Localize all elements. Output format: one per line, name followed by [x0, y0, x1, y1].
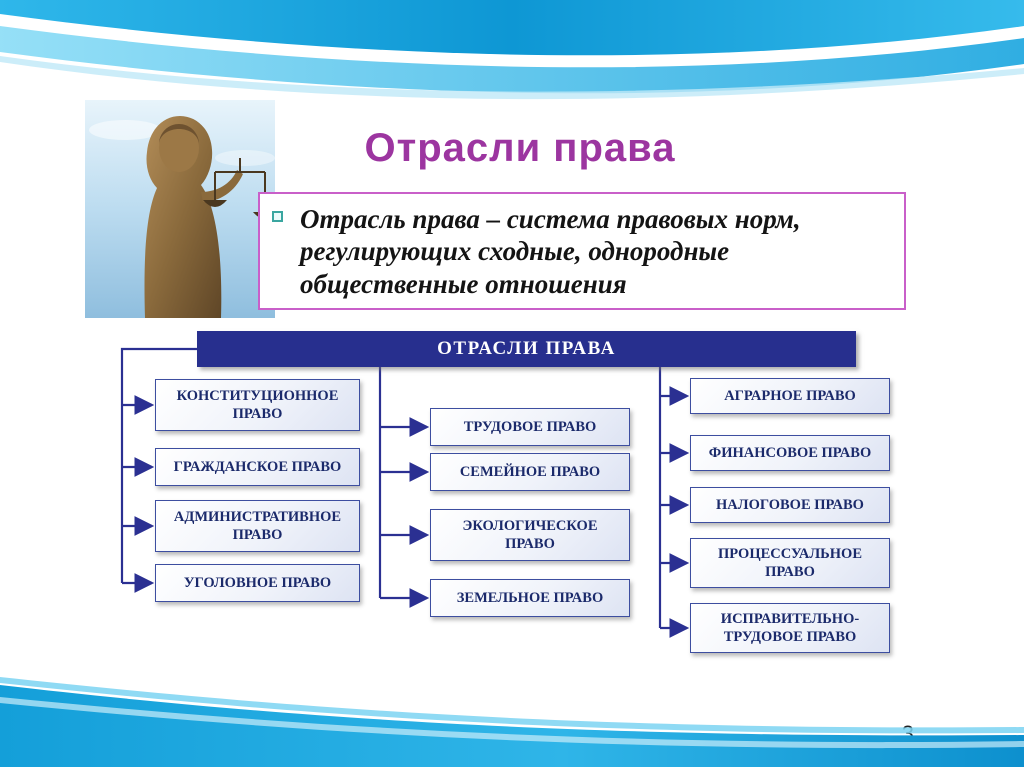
node-civil-law: ГРАЖДАНСКОЕ ПРАВО — [155, 448, 360, 486]
diagram-header: ОТРАСЛИ ПРАВА — [197, 331, 856, 367]
node-tax-law: НАЛОГОВОЕ ПРАВО — [690, 487, 890, 523]
node-correctional-labor-law: ИСПРАВИТЕЛЬНО-ТРУДОВОЕ ПРАВО — [690, 603, 890, 653]
bottom-wave-decoration — [0, 677, 1024, 767]
node-environmental-law: ЭКОЛОГИЧЕСКОЕ ПРАВО — [430, 509, 630, 561]
node-land-law: ЗЕМЕЛЬНОЕ ПРАВО — [430, 579, 630, 617]
node-constitutional-law: КОНСТИТУЦИОННОЕ ПРАВО — [155, 379, 360, 431]
definition-text: Отрасль права – система правовых норм, р… — [300, 204, 801, 299]
slide-title: Отрасли права — [364, 126, 676, 170]
bullet-square-icon — [272, 211, 283, 222]
top-wave-decoration — [0, 0, 1024, 100]
node-labor-law: ТРУДОВОЕ ПРАВО — [430, 408, 630, 446]
node-procedural-law: ПРОЦЕССУАЛЬНОЕ ПРАВО — [690, 538, 890, 588]
justice-statue-image — [85, 100, 275, 318]
definition-box: Отрасль права – система правовых норм, р… — [258, 192, 906, 310]
node-agrarian-law: АГРАРНОЕ ПРАВО — [690, 378, 890, 414]
node-financial-law: ФИНАНСОВОЕ ПРАВО — [690, 435, 890, 471]
node-family-law: СЕМЕЙНОЕ ПРАВО — [430, 453, 630, 491]
node-criminal-law: УГОЛОВНОЕ ПРАВО — [155, 564, 360, 602]
node-administrative-law: АДМИНИСТРАТИВНОЕ ПРАВО — [155, 500, 360, 552]
